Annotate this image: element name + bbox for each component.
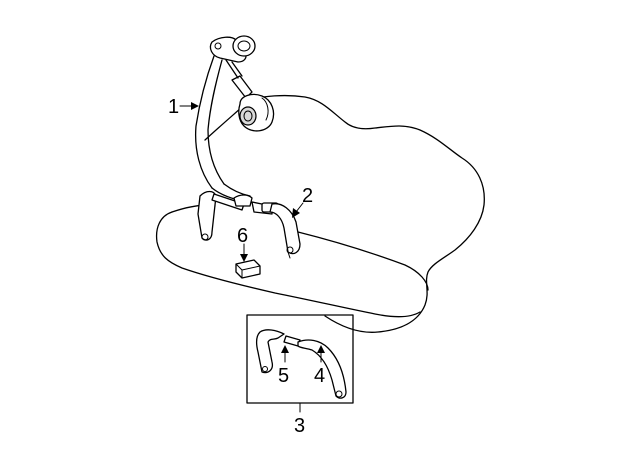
seat-back-outline <box>249 94 485 333</box>
callout-3: 3 <box>294 415 305 437</box>
callout-5: 5 <box>278 365 289 387</box>
callout-2: 2 <box>302 185 313 207</box>
lower-anchor-assembly <box>197 190 301 259</box>
seat-cushion <box>155 211 421 318</box>
part-6-block <box>235 259 261 279</box>
leaders <box>179 102 325 413</box>
retractor-assembly <box>209 35 275 132</box>
callout-4: 4 <box>314 365 325 387</box>
callout-6: 6 <box>237 225 248 247</box>
callout-1: 1 <box>168 96 179 118</box>
inset-box <box>246 314 354 404</box>
